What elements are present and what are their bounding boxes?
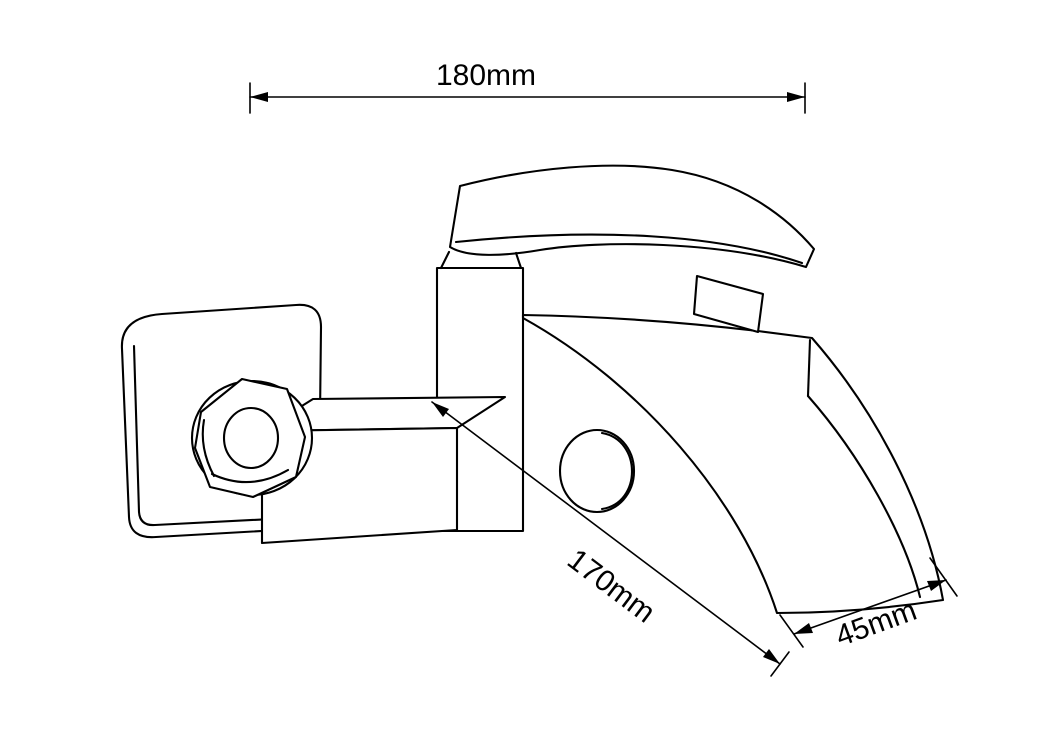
- dimension-45mm-ext-left: [779, 614, 804, 648]
- nut-facet-line-bottom: [210, 468, 290, 484]
- dimension-45mm-ext-right: [929, 557, 958, 597]
- dimension-180mm-arrow-left: [250, 92, 268, 102]
- lever-handle: [439, 164, 816, 270]
- lever-handle-outline: [448, 164, 816, 269]
- diverter-knob-face: [558, 428, 636, 514]
- dimension-45mm-line: [793, 579, 947, 635]
- diverter-knob-side: [600, 431, 633, 511]
- dimension-170mm-line: [431, 401, 781, 665]
- dimension-170mm-ext-tick: [770, 651, 790, 677]
- dimension-label-170mm: 170mm: [561, 543, 661, 630]
- dimension-45mm-arrow-right: [927, 580, 946, 591]
- dimension-180mm-arrow-right: [787, 92, 805, 102]
- dimension-180mm: 180mm: [249, 59, 806, 114]
- handle-neck-left: [439, 250, 451, 270]
- spout-inner-curve: [806, 394, 922, 599]
- lever-handle-crease: [454, 233, 804, 265]
- inlet-pipe-front-face: [260, 426, 459, 545]
- dimension-label-180mm: 180mm: [436, 59, 536, 92]
- handle-pivot: [692, 274, 765, 334]
- inlet-pipe: [260, 395, 507, 545]
- nut-facet-line-left: [201, 418, 216, 478]
- diverter-knob: [558, 428, 636, 514]
- mounting-nut-hex: [193, 377, 307, 499]
- spout-silhouette: [521, 313, 945, 615]
- nut-bore: [222, 406, 280, 470]
- dimension-170mm-arrow-top: [432, 402, 449, 417]
- mounting-nut: [193, 377, 307, 499]
- dimension-170mm-arrow-bottom: [763, 649, 780, 664]
- mounting-plate-thickness-line: [132, 344, 312, 527]
- spout: [521, 313, 945, 615]
- handle-neck-right: [514, 251, 523, 270]
- dimension-45mm-arrow-left: [794, 623, 813, 634]
- spout-root-edge: [806, 338, 812, 398]
